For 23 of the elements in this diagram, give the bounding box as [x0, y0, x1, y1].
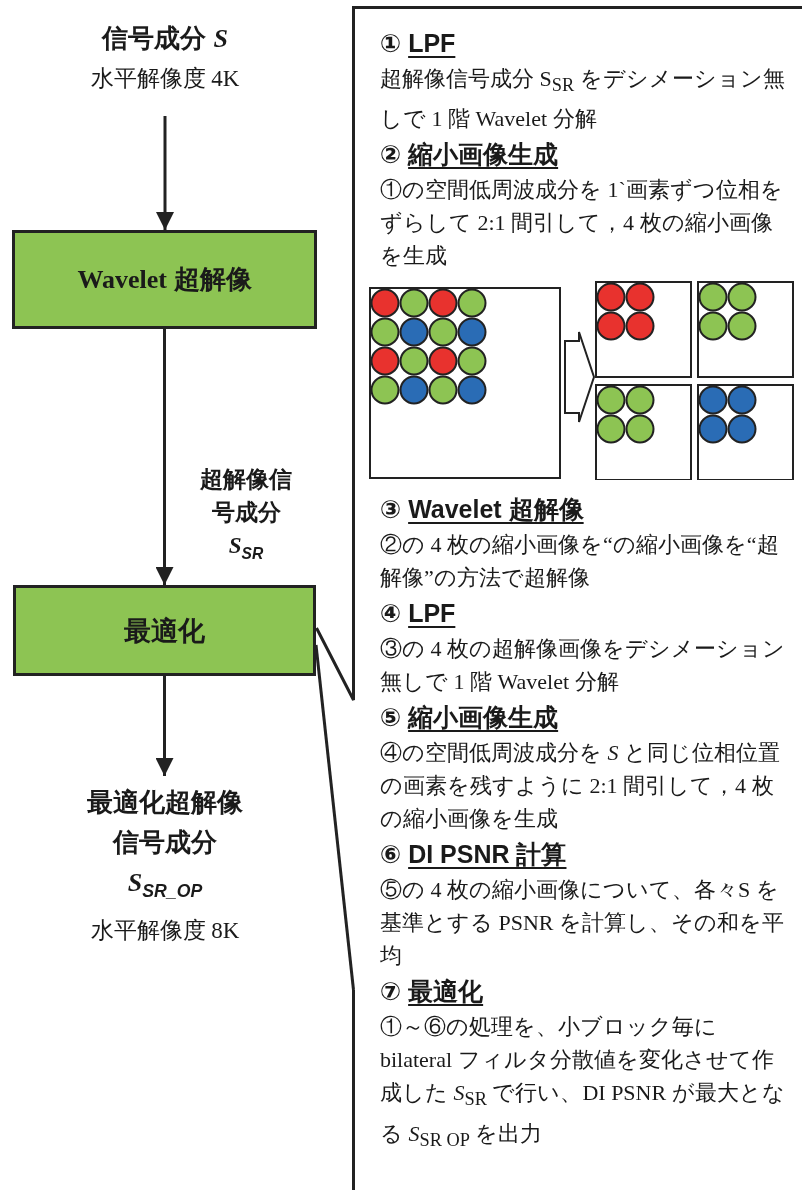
signal-label: 最適化超解像信号成分 S$_{SR_OP}$ — [86, 786, 244, 904]
step-heading: ⑤ 縮小画像生成 — [380, 702, 560, 734]
resolution-note: 水平解像度 4K — [89, 65, 241, 93]
step-heading: ④ LPF — [380, 598, 457, 630]
step-heading: ⑥ DI PSNR 計算 — [380, 839, 568, 871]
step-heading: ① LPF — [380, 28, 457, 59]
step-text: 超解像信号成分 S$_{SR}$ をデシメーション無しで 1 階 Wavelet 分解 — [380, 65, 786, 134]
step-text: ①～⑥の処理を、小ブロック毎に bilateral フィルタ分散値を変化させて作成した S$_{SR}$ で行い、DI PSNR が最大となる S$_{SR OP}$ を出力 — [380, 1013, 786, 1153]
step-text: ⑤の 4 枚の縮小画像について、各々S を基準とする PSNR を計算し、その和を平均 — [380, 876, 786, 971]
step-text: ②の 4 枚の縮小画像を“の縮小画像を“超解像”の方法で超解像 — [380, 531, 780, 593]
arrow — [155, 329, 174, 585]
step-text: ①の空間低周波成分を 1`画素ずつ位相をずらして 2:1 間引して，4 枚の縮小画像を生成 — [380, 176, 784, 271]
step-text: ③の 4 枚の超解像画像をデシメーション無しで 1 階 Wavelet 分解 — [380, 635, 786, 697]
arrow — [155, 676, 174, 776]
resolution-note: 水平解像度 8K — [89, 917, 241, 946]
arrow — [156, 116, 174, 230]
step-heading: ③ Wavelet 超解像 — [380, 494, 585, 526]
step-heading: ⑦ 最適化 — [380, 976, 485, 1008]
step-heading: ② 縮小画像生成 — [380, 139, 560, 171]
signal-label: 信号成分 S — [100, 22, 229, 55]
process-box: 最適化 — [13, 585, 316, 676]
process-box: Wavelet 超解像 — [12, 230, 317, 329]
step-text: ④の空間低周波成分を S と同じ位相位置の画素を残すように 2:1 間引して，4 枚の縮小画像を生成 — [380, 739, 781, 834]
